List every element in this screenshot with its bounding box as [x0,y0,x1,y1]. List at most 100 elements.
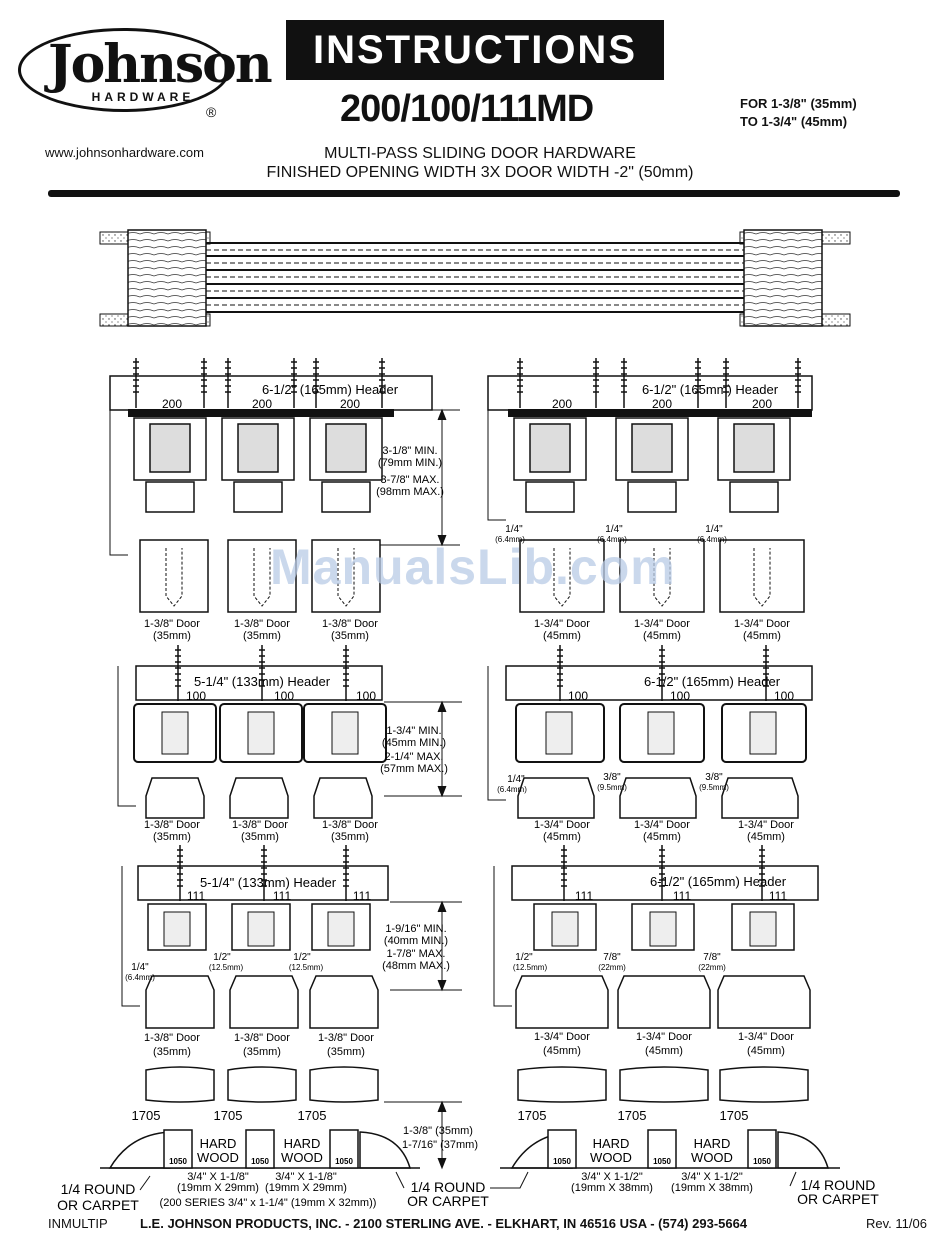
door-label: 1-3/8" Door [144,1032,200,1044]
block-label: 1050 [169,1157,187,1166]
gap-min: 3-1/8" MIN. [382,445,437,457]
size-label-mm: (19mm X 38mm) [671,1182,753,1194]
spacing-label: 1/4" [705,524,723,535]
gap-min-mm: (40mm MIN.) [384,935,448,947]
door-label: 1-3/4" Door [636,1031,692,1043]
spacing-label-mm: (12.5mm) [289,963,324,972]
door-label: 1-3/8" Door [234,1032,290,1044]
size-label-mm: (19mm X 38mm) [571,1182,653,1194]
gap-max-mm: (98mm MAX.) [376,486,444,498]
logo-name: Johnson [48,34,273,95]
row-100-series: 5-1/4" (133mm) Header 6-1/2" (165mm) Hea… [117,645,813,843]
door-label-mm: (35mm) [153,630,191,642]
spacing-label-mm: (6.4mm) [697,535,727,544]
door-thickness-note: FOR 1-3/8" (35mm) TO 1-3/4" (45mm) [740,95,870,131]
track-label: 111 [575,889,594,903]
door-label-mm: (35mm) [153,1046,191,1058]
floor-gap-1: 1-3/8" (35mm) [403,1125,473,1137]
spacing-label-mm: (22mm) [598,963,626,972]
door-label: 1-3/8" Door [232,819,288,831]
door-label: 1-3/4" Door [534,819,590,831]
row111-left-header: 5-1/4" (133mm) Header [200,875,337,890]
door-label: 1-3/4" Door [534,618,590,630]
track-label: 200 [552,397,572,411]
guide-label: 1705 [132,1108,161,1123]
door-label-mm: (45mm) [743,630,781,642]
model-number: 200/100/111MD [340,88,594,130]
block-label: 1050 [251,1157,269,1166]
hardwood-label: HARD [593,1136,630,1151]
website-link[interactable]: www.johnsonhardware.com [45,145,204,160]
block-label: 1050 [335,1157,353,1166]
door-thickness-line1: FOR 1-3/8" (35mm) [740,96,857,111]
track-label: 100 [568,689,588,703]
spacing-label: 3/8" [705,772,723,783]
track-label: 200 [752,397,772,411]
track-label: 111 [187,889,206,903]
plan-view [99,229,851,327]
door-label: 1-3/4" Door [534,1031,590,1043]
hardwood-label: HARD [284,1136,321,1151]
registered-mark: ® [206,104,217,120]
door-label: 1-3/4" Door [738,1031,794,1043]
round-label: OR CARPET [57,1197,139,1213]
track-label: 111 [673,889,692,903]
spacing-label-mm: (12.5mm) [209,963,244,972]
door-label-mm: (45mm) [645,1045,683,1057]
gap-max-mm: (48mm MAX.) [382,960,450,972]
track-label: 200 [652,397,672,411]
hardwood-label: WOOD [197,1150,239,1165]
spacing-label-mm: (6.4mm) [597,535,627,544]
spacing-label-mm: (6.4mm) [495,535,525,544]
hardwood-label: HARD [200,1136,237,1151]
track-label: 111 [273,889,292,903]
hardwood-label: WOOD [691,1150,733,1165]
gap-max: 1-7/8" MAX. [387,948,446,960]
track-label: 100 [356,689,376,703]
door-label: 1-3/8" Door [144,819,200,831]
logo-oval [18,28,230,112]
block-label: 1050 [753,1157,771,1166]
spacing-label: 1/4" [131,962,149,973]
gap-max-mm: (57mm MAX.) [380,763,448,775]
track-label: 111 [769,889,788,903]
door-label-mm: (45mm) [643,831,681,843]
size-label: 3/4" X 1-1/2" [581,1171,643,1183]
gap-min-mm: (79mm MIN.) [378,457,442,469]
track-label: 111 [353,889,372,903]
gap-max: 2-1/4" MAX. [385,751,444,763]
spacing-label: 1/4" [605,524,623,535]
series-note: (200 SERIES 3/4" x 1-1/4" (19mm X 32mm)) [160,1197,377,1209]
door-label-mm: (35mm) [331,831,369,843]
guide-label: 1705 [214,1108,243,1123]
door-label: 1-3/8" Door [144,618,200,630]
row100-right-header: 6-1/2" (165mm) Header [644,674,781,689]
size-label-mm: (19mm X 29mm) [177,1182,259,1194]
spacing-label: 1/2" [213,952,231,963]
floor-gap-2: 1-7/16" (37mm) [402,1139,478,1151]
guide-label: 1705 [518,1108,547,1123]
gap-min-mm: (45mm MIN.) [382,737,446,749]
door-label: 1-3/4" Door [738,819,794,831]
round-label: OR CARPET [407,1193,489,1209]
door-label-mm: (45mm) [543,1045,581,1057]
gap-max: 3-7/8" MAX. [381,474,440,486]
page-title: INSTRUCTIONS [286,20,664,80]
track-label: 200 [162,397,182,411]
guide-label: 1705 [298,1108,327,1123]
round-label: 1/4 ROUND [61,1181,136,1197]
hardwood-label: HARD [694,1136,731,1151]
spacing-label: 1/2" [515,952,533,963]
spacing-label-mm: (6.4mm) [125,973,155,982]
track-label: 100 [774,689,794,703]
door-label-mm: (35mm) [153,831,191,843]
row111-right-header: 6-1/2" (165mm) Header [650,874,787,889]
door-label-mm: (45mm) [543,831,581,843]
size-label: 3/4" X 1-1/2" [681,1171,743,1183]
spacing-label: 7/8" [703,952,721,963]
spacing-label-mm: (6.4mm) [497,785,527,794]
gap-min: 1-3/4" MIN. [386,725,441,737]
track-label: 100 [670,689,690,703]
spacing-label-mm: (9.5mm) [597,783,627,792]
spacing-label: 1/4" [507,774,525,785]
